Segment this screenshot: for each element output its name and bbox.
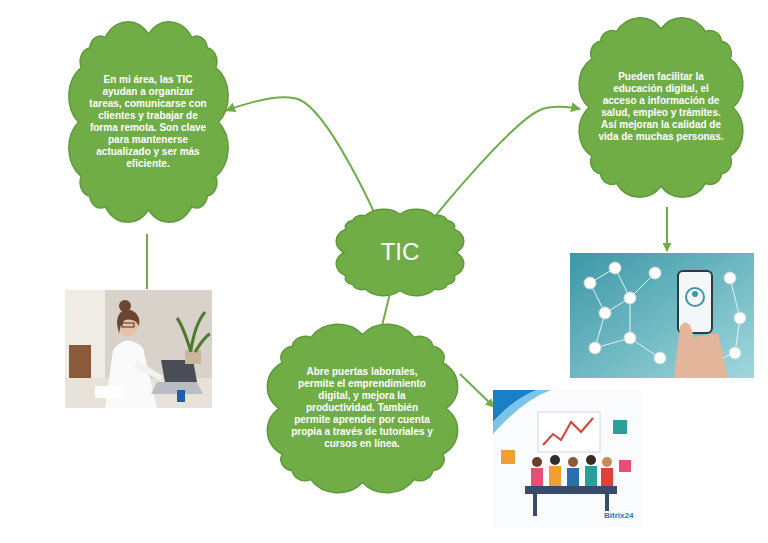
whiteboard — [538, 412, 600, 452]
photo-glasses — [122, 323, 134, 327]
service-icon — [729, 347, 741, 359]
photo-arm — [135, 360, 163, 380]
chart-line — [543, 418, 593, 445]
cloud-outline — [267, 324, 457, 492]
cloud-outline — [579, 17, 743, 196]
service-icon — [734, 312, 746, 324]
phone-icon — [686, 288, 704, 306]
service-icon — [624, 292, 636, 304]
service-icon — [589, 342, 601, 354]
photo-notebook — [95, 386, 125, 398]
photo-hair — [117, 310, 139, 334]
person-body — [549, 466, 561, 488]
puzzle-piece — [619, 460, 631, 472]
person-body — [567, 468, 579, 488]
phone-icon-head — [692, 291, 698, 297]
photo-cup — [177, 390, 185, 402]
connector — [435, 107, 580, 217]
service-icon — [584, 277, 596, 289]
leader-arrow — [666, 207, 668, 251]
person-body — [585, 466, 597, 488]
cloud-text-area: Pueden facilitar la educación digital, e… — [598, 71, 724, 143]
service-icon — [649, 267, 661, 279]
puzzle-piece — [501, 450, 515, 464]
person-head — [532, 457, 542, 467]
person-body — [531, 468, 543, 488]
photo-hair-bun — [119, 300, 131, 312]
service-icon — [624, 332, 636, 344]
leader-arrow — [460, 374, 494, 407]
teamwork-illustration — [493, 390, 641, 528]
cloud-text-area: Abre puertas laborales, permite el empre… — [289, 366, 435, 450]
person-head — [550, 455, 560, 465]
cloud-text: Abre puertas laborales, permite el empre… — [289, 366, 435, 450]
cloud-outline — [336, 209, 463, 295]
cloud-text: Pueden facilitar la educación digital, e… — [598, 71, 724, 143]
service-icon — [654, 352, 666, 364]
table-leg — [533, 494, 537, 516]
photo-plant — [177, 312, 210, 352]
cloud-outline — [68, 22, 227, 222]
person-head — [568, 457, 578, 467]
logo-text: Bitrix24 — [603, 511, 634, 521]
table — [525, 486, 617, 494]
digital-services-photo — [570, 253, 754, 378]
central-cloud: TIC — [330, 205, 470, 300]
service-icon — [609, 262, 621, 274]
connector — [226, 97, 374, 213]
picture-background — [493, 390, 641, 528]
connector — [382, 294, 390, 326]
central-topic: TIC — [381, 238, 420, 266]
photo-wall — [65, 290, 212, 408]
person-head — [586, 455, 596, 465]
cloud-text: En mi área, las TIC ayudan a organizar t… — [87, 74, 209, 170]
puzzle-piece — [613, 420, 627, 434]
photo-pot — [185, 350, 201, 364]
idea-cloud: Pueden facilitar la educación digital, e… — [571, 9, 751, 206]
hand — [674, 322, 728, 378]
service-icon — [599, 307, 611, 319]
idea-cloud: En mi área, las TIC ayudan a organizar t… — [61, 12, 236, 232]
person-head — [602, 457, 612, 467]
leader-line — [146, 234, 148, 289]
cloud-text-area: TIC — [381, 238, 420, 266]
person-body — [601, 468, 613, 488]
photo-background — [570, 253, 754, 378]
remote-work-photo — [65, 290, 212, 408]
service-icon — [724, 272, 736, 284]
cloud-text-area: En mi área, las TIC ayudan a organizar t… — [87, 74, 209, 170]
idea-cloud: Abre puertas laborales, permite el empre… — [258, 316, 467, 501]
